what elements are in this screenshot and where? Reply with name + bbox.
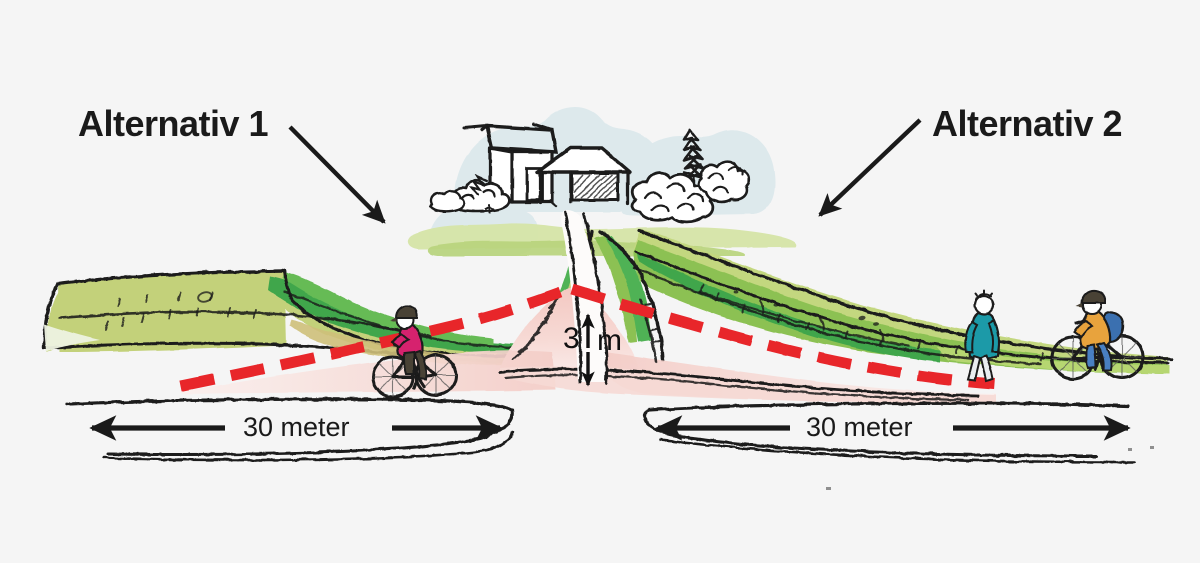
height-value: 3 bbox=[563, 322, 580, 355]
dimension-bracket-right bbox=[643, 401, 1136, 464]
callout-arrow-alternativ-2 bbox=[818, 118, 922, 217]
cut-edge-hatch bbox=[512, 294, 560, 361]
shrub-bush bbox=[631, 160, 751, 224]
open-shed-building bbox=[535, 146, 632, 205]
barn-building bbox=[462, 122, 559, 208]
label-alternativ-1: Alternativ 1 bbox=[78, 103, 269, 144]
red-dashed-grade-line bbox=[179, 283, 995, 392]
dimension-bracket-left bbox=[66, 397, 514, 462]
pedestrian-right bbox=[964, 289, 1000, 383]
stray-ink-marks bbox=[826, 446, 1154, 490]
shrub-bush bbox=[429, 174, 511, 214]
distance-label-left: 30 meter bbox=[243, 412, 350, 442]
callout-arrow-alternativ-1 bbox=[288, 125, 386, 224]
distance-label-right: 30 meter bbox=[806, 412, 913, 442]
label-alternativ-2: Alternativ 2 bbox=[932, 103, 1123, 144]
height-unit: m bbox=[597, 324, 622, 357]
cut-area bbox=[180, 287, 996, 404]
cyclist-left bbox=[371, 304, 458, 399]
cyclist-right bbox=[1050, 289, 1145, 381]
